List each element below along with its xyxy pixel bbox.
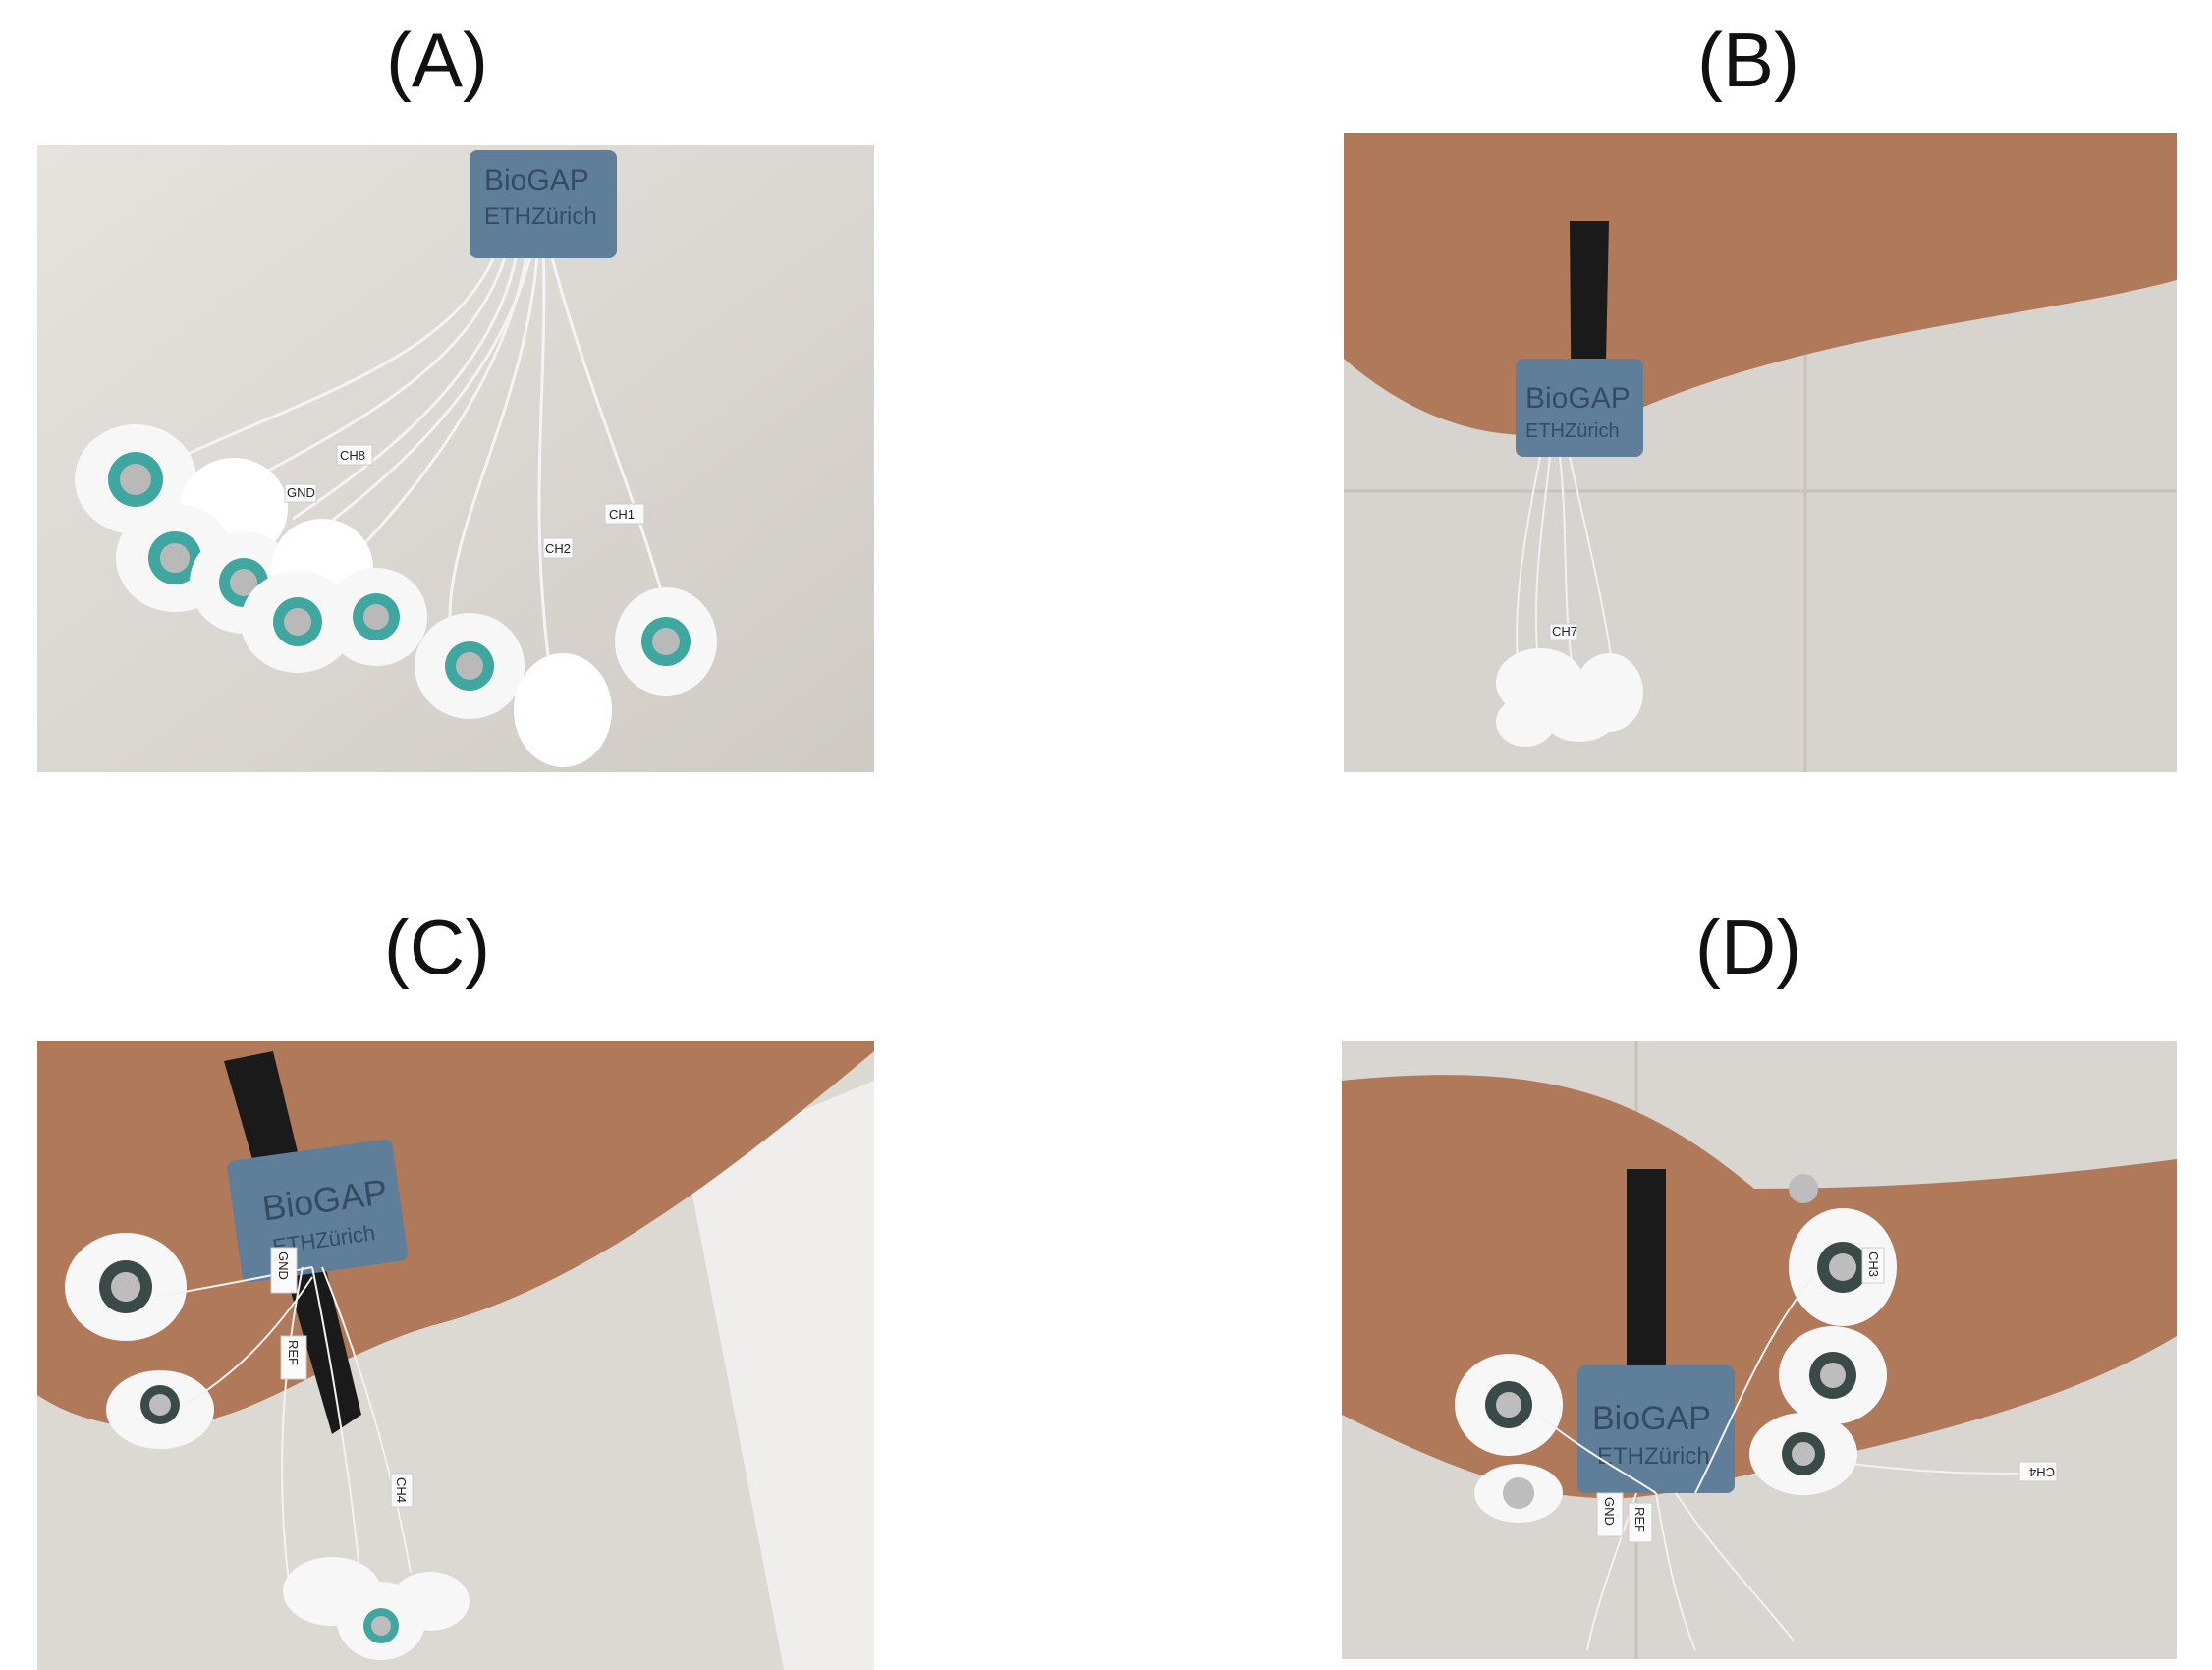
wire-bundle <box>1537 1276 2030 1651</box>
photo-panel-d: BioGAP ETHZürich GND REF CH4 <box>1342 1041 2177 1659</box>
panel-label-c: (C) <box>383 904 491 990</box>
device-brand-b: BioGAP <box>1525 382 1631 415</box>
panel-label-b: (B) <box>1697 17 1799 103</box>
device-brand-sub-d: ETHZürich <box>1597 1443 1710 1470</box>
tag-ch4-c: CH4 <box>394 1477 409 1503</box>
electrode-cluster <box>1496 648 1643 747</box>
tile-wall <box>686 1081 874 1670</box>
hanging-electrodes <box>283 1557 470 1660</box>
tag-ref-d: REF <box>1632 1507 1647 1532</box>
biogap-device <box>470 150 617 258</box>
biogap-device <box>227 1139 408 1283</box>
photo-c-illustration: BioGAP ETHZürich GND REF CH4 <box>37 1041 874 1670</box>
tag-gnd-c: GND <box>276 1252 291 1280</box>
strap <box>1627 1169 1666 1395</box>
tag-ch1-a: CH1 <box>609 507 635 522</box>
biogap-device <box>1577 1365 1735 1493</box>
tag-ch8-a: CH8 <box>340 448 365 463</box>
photo-d-illustration: BioGAP ETHZürich GND REF CH4 <box>1342 1041 2177 1659</box>
wire-bundle <box>154 243 668 657</box>
biogap-device <box>1516 359 1643 457</box>
tag-ch2-a: CH2 <box>545 541 571 556</box>
tag-ch4-d: CH4 <box>2029 1465 2055 1479</box>
panel-label-d: (D) <box>1694 904 1802 990</box>
electrodes-on-arm <box>65 1233 214 1449</box>
device-brand-sub-a: ETHZürich <box>484 203 597 230</box>
photo-a-illustration: BioGAP ETHZürich CH1 CH2 CH8 <box>37 145 874 772</box>
photo-b-illustration: BioGAP ETHZürich CH7 <box>1344 133 2177 772</box>
device-brand-sub-b: ETHZürich <box>1525 420 1620 442</box>
panel-label-a: (A) <box>386 17 488 103</box>
photo-panel-a: BioGAP ETHZürich CH1 CH2 CH8 <box>37 145 874 772</box>
tag-ref-c: REF <box>286 1340 301 1365</box>
tag-gnd-d: GND <box>1602 1497 1617 1526</box>
electrode-group <box>75 424 717 767</box>
tag-ch3-d: CH3 <box>1866 1252 1881 1277</box>
device-brand-d: BioGAP <box>1592 1400 1711 1437</box>
tag-gnd-a: GND <box>287 485 315 500</box>
photo-panel-c: BioGAP ETHZürich GND REF CH4 <box>37 1041 874 1670</box>
device-brand-a: BioGAP <box>484 164 589 196</box>
tag-ch7-b: CH7 <box>1552 624 1577 639</box>
electrodes-on-arm <box>1455 1174 1897 1523</box>
photo-panel-b: BioGAP ETHZürich CH7 <box>1344 133 2177 772</box>
